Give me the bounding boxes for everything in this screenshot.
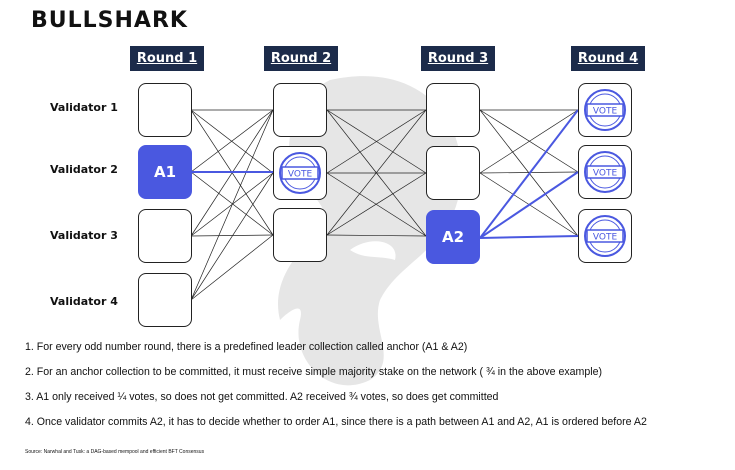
validator-label-2: Validator 2 [50,163,118,176]
note-item-2: 2. For an anchor collection to be commit… [25,366,603,378]
round-label-1: Round 1 [130,46,204,71]
vote-label: VOTE [593,233,618,243]
page-title: BULLSHARK [31,8,188,33]
round-label-2: Round 2 [264,46,338,71]
note-item-3: 3. A1 only received ¼ votes, so does not… [25,391,499,403]
node-r2-v1 [273,83,327,137]
vote-stamp-icon: VOTE [584,215,626,257]
node-r4-v2: VOTE [578,145,632,199]
anchor-a1: A1 [138,145,192,199]
vote-label: VOTE [288,170,313,180]
note-item-1: 1. For every odd number round, there is … [25,341,468,353]
node-r3-v1 [426,83,480,137]
notes-list: 1. For every odd number round, there is … [25,340,730,440]
validator-label-3: Validator 3 [50,229,118,242]
round-label-4: Round 4 [571,46,645,71]
node-r1-v4 [138,273,192,327]
node-r2-v3 [273,208,327,262]
source-citation: Source: Narwhal and Tusk: a DAG-based me… [25,449,205,455]
validator-label-1: Validator 1 [50,101,118,114]
node-r1-v3 [138,209,192,263]
validator-label-4: Validator 4 [50,295,118,308]
round-label-3: Round 3 [421,46,495,71]
vote-stamp-icon: VOTE [584,151,626,193]
node-r1-v1 [138,83,192,137]
node-r4-v3: VOTE [578,209,632,263]
node-r2-v2: VOTE [273,146,327,200]
note-item-4: 4. Once validator commits A2, it has to … [25,416,647,428]
anchor-a2: A2 [426,210,480,264]
vote-stamp-icon: VOTE [584,89,626,131]
vote-label: VOTE [593,169,618,179]
vote-label: VOTE [593,107,618,117]
node-r3-v2 [426,146,480,200]
node-r4-v1: VOTE [578,83,632,137]
vote-stamp-icon: VOTE [279,152,321,194]
